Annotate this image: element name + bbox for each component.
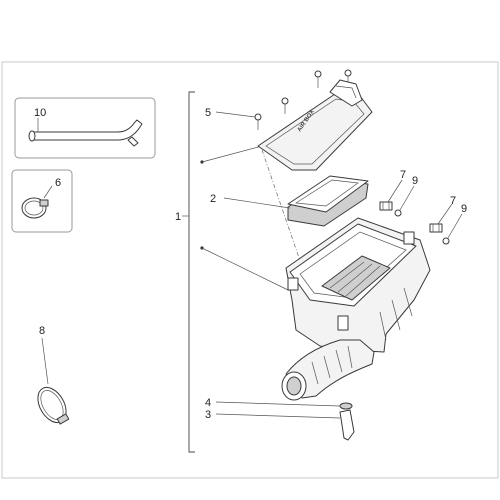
washer-icon xyxy=(442,237,450,245)
callout-2: 2 xyxy=(210,193,216,205)
washer-9-upper xyxy=(394,185,415,217)
cover-screws xyxy=(215,69,352,130)
filter-element xyxy=(223,175,369,227)
drawing-frame xyxy=(1,61,499,479)
detail-box-6 xyxy=(11,169,73,233)
intake-duct-icon xyxy=(285,339,375,399)
clip-icon xyxy=(379,201,393,211)
callout-6: 6 xyxy=(55,177,61,189)
callout-3: 3 xyxy=(205,409,211,421)
airbox-housing xyxy=(285,217,431,353)
drain-clip-4-icon xyxy=(339,402,353,410)
band-clamp-8-buckle-icon xyxy=(56,413,70,425)
airbox-cover: AIR BOX xyxy=(257,79,373,171)
clip-7-lower xyxy=(429,203,453,233)
hose-10-clip-icon xyxy=(127,136,139,147)
detail-box-10 xyxy=(14,97,156,159)
part-8-band-group xyxy=(37,337,70,425)
assembly-bracket xyxy=(188,91,195,453)
screw-icon xyxy=(314,70,322,88)
housing-tab-icon xyxy=(337,315,349,331)
callout-9-lower: 9 xyxy=(461,203,467,215)
part-6-clamp-group xyxy=(11,169,73,233)
washer-icon xyxy=(394,209,402,217)
callout-9-upper: 9 xyxy=(412,175,418,187)
callout-8: 8 xyxy=(39,325,45,337)
callout-7-lower: 7 xyxy=(450,195,456,207)
housing-tab-icon xyxy=(287,277,299,291)
housing-grille-icon xyxy=(321,255,391,301)
drain-plug-group xyxy=(215,401,355,441)
callout-5: 5 xyxy=(205,107,211,119)
washer-9-lower xyxy=(442,213,463,245)
clip-icon xyxy=(429,223,443,233)
callout-4: 4 xyxy=(205,397,211,409)
clip-7-upper xyxy=(379,179,403,211)
callout-1: 1 xyxy=(175,211,181,223)
hose-10-end-icon xyxy=(28,130,36,142)
clamp-6-screw-icon xyxy=(39,199,49,207)
housing-tab-icon xyxy=(403,231,415,245)
drain-tube-3-icon xyxy=(339,409,355,441)
screw-icon xyxy=(281,97,289,114)
filter-top-icon xyxy=(287,175,369,213)
part-10-hose-group xyxy=(14,97,156,159)
callout-10: 10 xyxy=(34,107,46,119)
callout-7-upper: 7 xyxy=(400,169,406,181)
intake-duct xyxy=(281,339,375,401)
screw-icon xyxy=(254,113,262,130)
hose-10-icon xyxy=(31,119,143,141)
